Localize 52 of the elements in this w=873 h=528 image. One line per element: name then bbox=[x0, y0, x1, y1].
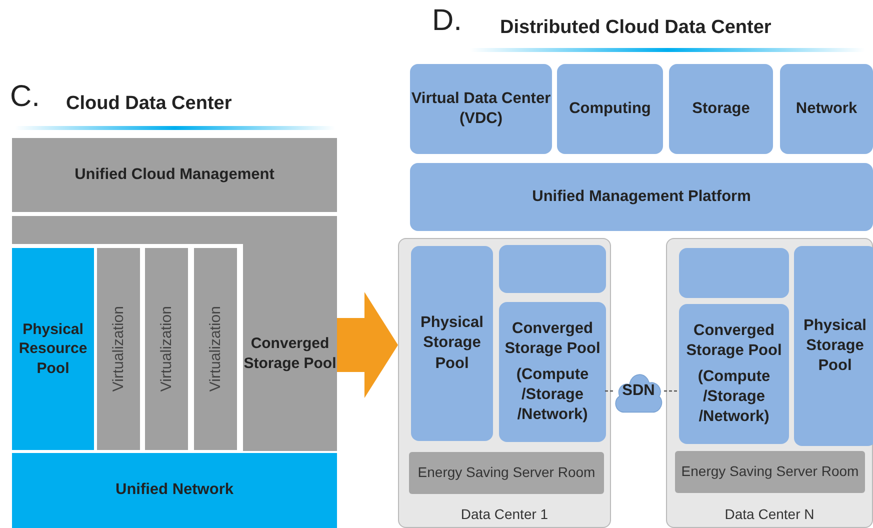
node-label: Unified Management Platform bbox=[532, 186, 751, 207]
panel-heading: Data Center N bbox=[724, 504, 814, 523]
layer-box bbox=[194, 248, 237, 450]
module-box bbox=[679, 304, 789, 444]
layer-box bbox=[12, 453, 337, 528]
node-label: Computing bbox=[569, 98, 651, 119]
data-center-panel bbox=[398, 238, 611, 528]
node-label: Energy Saving Server Room bbox=[681, 463, 859, 481]
node-label: Unified Cloud Management bbox=[74, 164, 274, 185]
connector-line bbox=[664, 390, 678, 392]
node-label: Virtualization bbox=[206, 306, 225, 392]
server-room-box bbox=[409, 452, 604, 494]
block-arrow bbox=[337, 292, 398, 398]
module-box bbox=[669, 64, 773, 154]
module-box bbox=[410, 64, 552, 154]
node-label: Physical Storage Pool bbox=[420, 313, 484, 374]
layer-box bbox=[145, 248, 188, 450]
node-label: Converged Storage Pool bbox=[504, 318, 602, 359]
section-heading: Cloud Data Center bbox=[66, 93, 232, 115]
connector-line bbox=[605, 390, 613, 392]
module-box bbox=[411, 246, 493, 441]
node-label: Network bbox=[796, 98, 858, 119]
server-room-box bbox=[675, 451, 865, 493]
node-label: Converged Storage Pool bbox=[685, 320, 783, 361]
node-label: Physical Resource Pool bbox=[18, 320, 88, 378]
panel-heading: Data Center 1 bbox=[460, 504, 548, 523]
node-label: Physical Storage Pool bbox=[802, 316, 868, 376]
node-label: Virtualization bbox=[156, 306, 176, 392]
data-center-panel bbox=[666, 238, 873, 528]
module-box bbox=[557, 64, 663, 154]
storage-pool-shape bbox=[12, 216, 337, 451]
section-heading: Distributed Cloud Data Center bbox=[500, 17, 772, 39]
module-box bbox=[794, 246, 873, 446]
node-label: Virtualization bbox=[108, 306, 128, 392]
node-label: Converged Storage Pool bbox=[243, 334, 337, 373]
layer-box bbox=[12, 138, 337, 212]
box-shape bbox=[499, 245, 606, 293]
module-box bbox=[410, 163, 873, 231]
layer-box bbox=[12, 248, 94, 450]
node-note: (Compute /Storage /Network) bbox=[515, 364, 590, 426]
section-letter: C. bbox=[10, 80, 40, 114]
section-letter: D. bbox=[432, 4, 462, 38]
node-label: Unified Network bbox=[116, 480, 234, 500]
box-shape bbox=[679, 248, 789, 298]
layer-box bbox=[97, 248, 140, 450]
node-label: Energy Saving Server Room bbox=[418, 464, 596, 482]
node-label: Virtual Data Center (VDC) bbox=[410, 88, 552, 129]
node-label: Storage bbox=[692, 98, 750, 119]
module-box bbox=[499, 302, 606, 442]
node-note: (Compute /Storage /Network) bbox=[696, 366, 772, 428]
node-label: SDN bbox=[622, 380, 655, 401]
module-box bbox=[780, 64, 873, 154]
